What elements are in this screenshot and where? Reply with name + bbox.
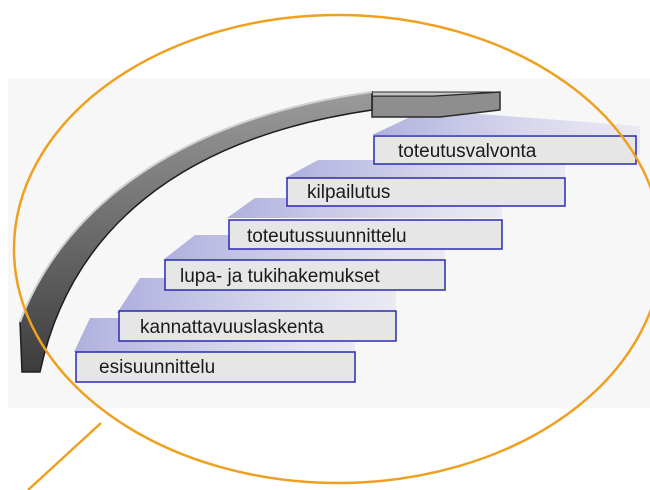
step-box-2 [118, 310, 397, 342]
step-boxes: esisuunnittelu kannattavuuslaskenta lupa… [75, 135, 637, 383]
handrail-arc [19, 91, 501, 373]
step-box-1 [75, 351, 356, 383]
step-label-4: toteutussuunnittelu [247, 226, 407, 247]
step-box-5 [286, 177, 566, 207]
step-label-1: esisuunnittelu [99, 357, 215, 378]
step-label-3: lupa- ja tukihakemukset [180, 266, 380, 287]
step-box-6 [373, 135, 637, 165]
handrail-highlight [19, 91, 373, 323]
step-label-6: toteutusvalvonta [398, 141, 537, 162]
step-label-5: kilpailutus [307, 182, 390, 203]
step-box-4 [228, 219, 503, 250]
highlight-ellipse [12, 13, 650, 485]
step-box-3 [164, 259, 446, 291]
step-label-2: kannattavuuslaskenta [140, 317, 324, 338]
step-shadow [372, 110, 640, 155]
highlight-ellipse-handle [27, 422, 102, 490]
